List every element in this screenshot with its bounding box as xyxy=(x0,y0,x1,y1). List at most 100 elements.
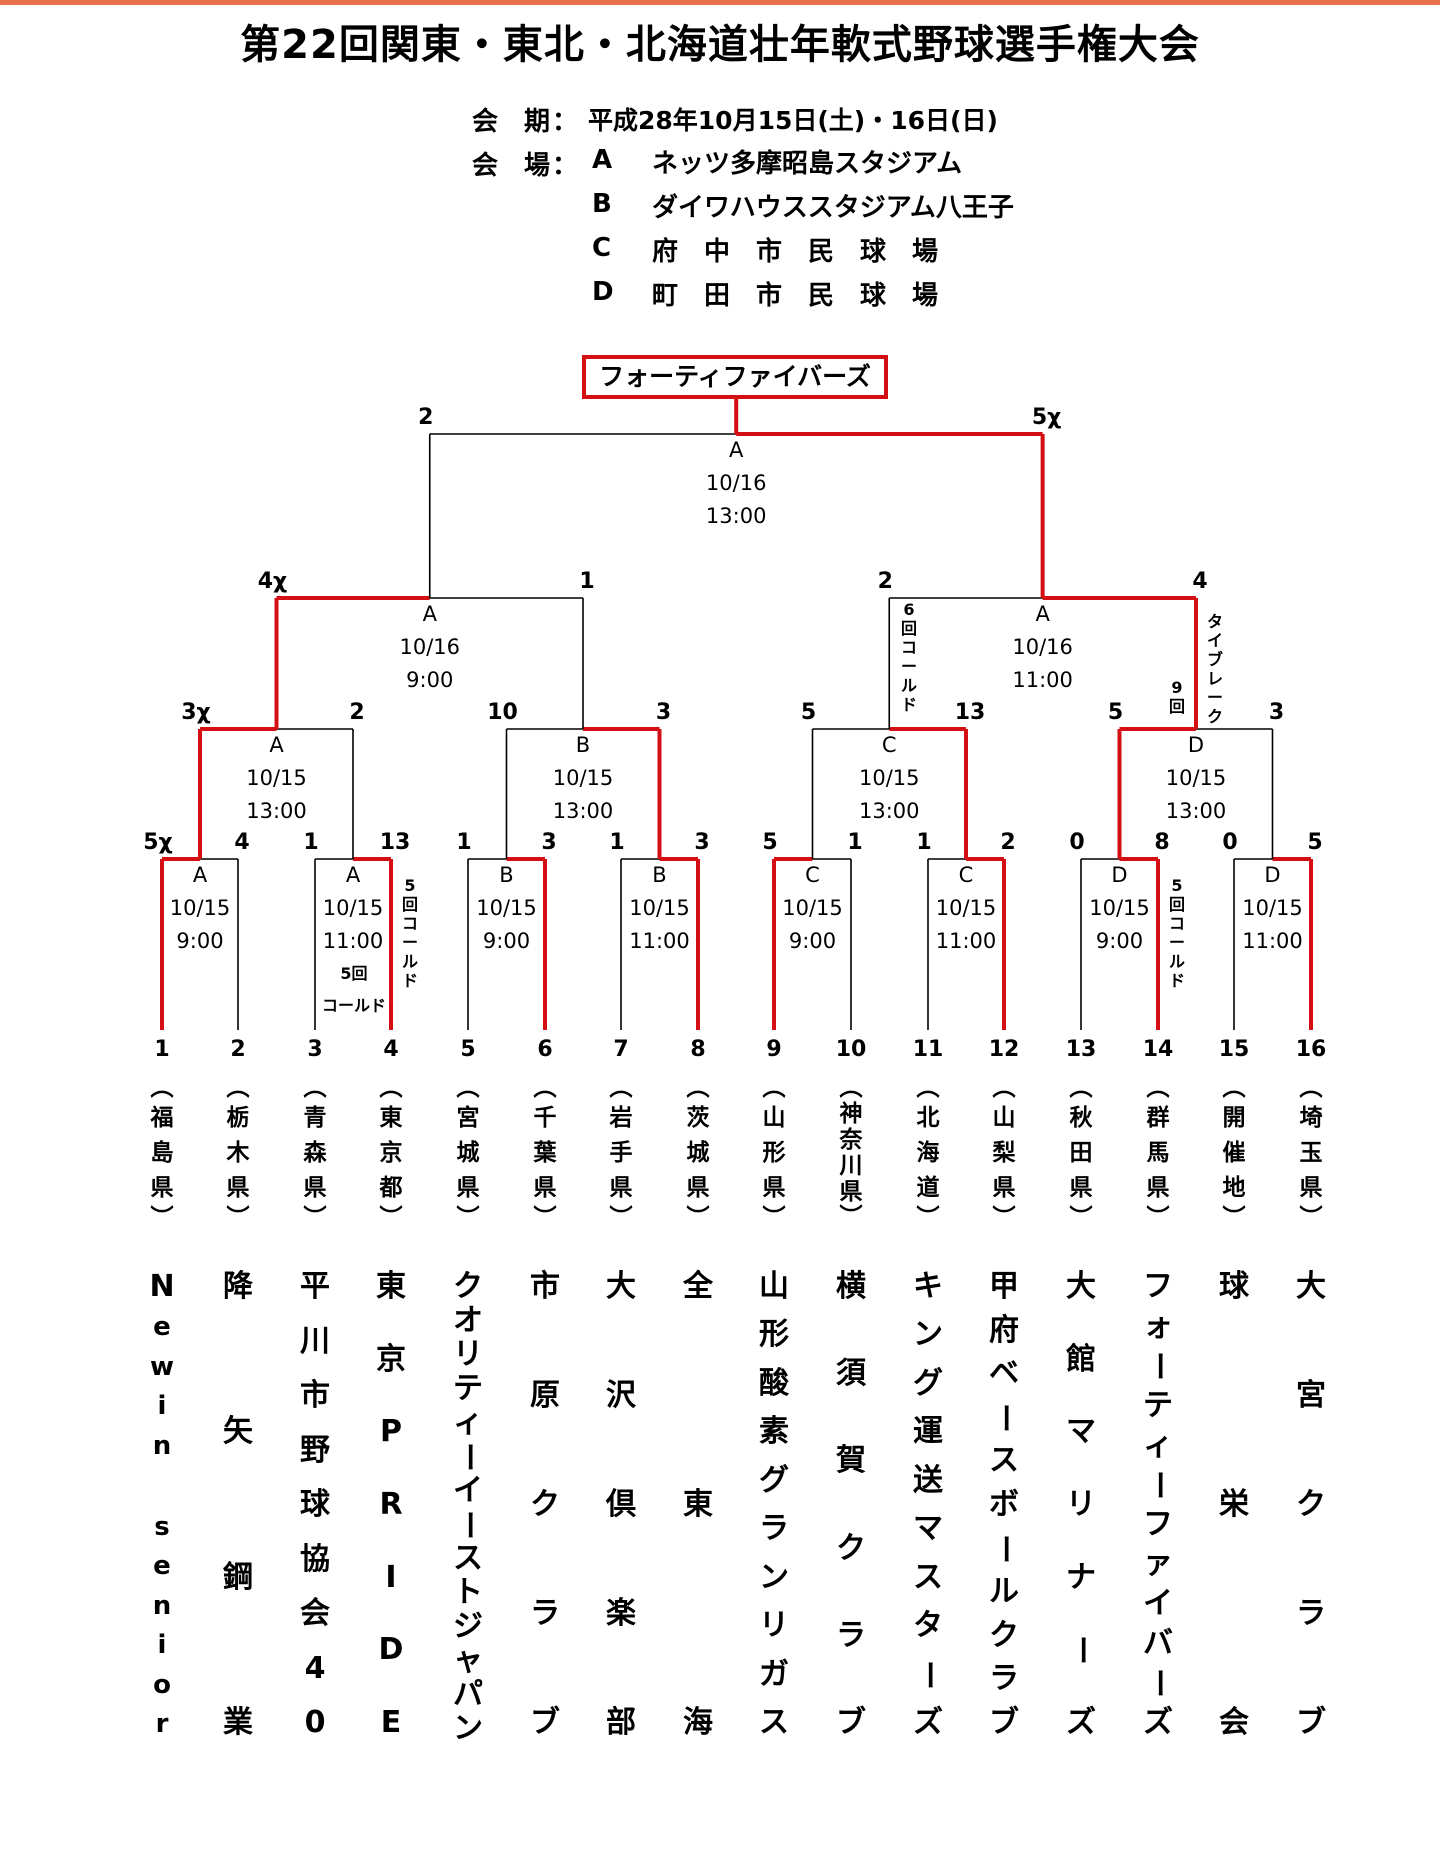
team-prefecture: ︵埼玉県︶ xyxy=(1291,1076,1331,1231)
r6-left-score: 1 xyxy=(916,830,931,855)
team-name: 球栄会 xyxy=(1219,1269,1249,1740)
venue-name-c: 府中市民球場 xyxy=(652,237,965,267)
team-name: 甲府ベースボールクラブ xyxy=(987,1269,1022,1740)
team-number: 1 xyxy=(154,1037,169,1062)
paren-open: ︵ xyxy=(1146,1075,1170,1101)
r4-left-score: 1 xyxy=(609,830,624,855)
r1-time: 9:00 xyxy=(176,929,223,953)
paren-close: ︶ xyxy=(916,1205,940,1231)
team-prefecture: ︵千葉県︶ xyxy=(525,1076,565,1231)
r2-right-score: 13 xyxy=(380,830,411,855)
paren-open: ︵ xyxy=(916,1075,940,1101)
team-prefecture: ︵秋田県︶ xyxy=(1061,1076,1101,1231)
schedule-value: 平成28年10月15日(土)・16日(日) xyxy=(588,106,998,135)
team-number: 15 xyxy=(1219,1037,1250,1062)
team-prefecture: ︵山梨県︶ xyxy=(984,1076,1024,1231)
team-prefecture: ︵岩手県︶ xyxy=(601,1076,641,1231)
team-prefecture: ︵宮城県︶ xyxy=(448,1076,488,1231)
r2-left-score: 1 xyxy=(303,830,318,855)
r5-venue: C xyxy=(805,863,820,887)
r5-date: 10/15 xyxy=(782,896,843,920)
sf2-date: 10/16 xyxy=(1012,635,1073,659)
team-prefecture: ︵北海道︶ xyxy=(908,1076,948,1231)
r2-date: 10/15 xyxy=(323,896,384,920)
venue-code-c: C xyxy=(592,233,612,263)
team-number: 4 xyxy=(383,1037,398,1062)
team-name: 大沢倶楽部 xyxy=(606,1269,636,1740)
sf2-time: 11:00 xyxy=(1012,668,1073,692)
note-r2-called: 5回コールド xyxy=(401,876,418,990)
team-name: 降矢鋼業 xyxy=(223,1269,253,1740)
team-name: 全東海 xyxy=(683,1269,713,1740)
team-number: 13 xyxy=(1066,1037,1097,1062)
paren-close: ︶ xyxy=(1069,1205,1093,1231)
team-number: 12 xyxy=(989,1037,1020,1062)
qf2-left-score: 10 xyxy=(487,700,518,725)
qf4-date: 10/15 xyxy=(1166,766,1227,790)
paren-close: ︶ xyxy=(1222,1205,1246,1231)
sf2-venue: A xyxy=(1035,602,1050,626)
qf1-time: 13:00 xyxy=(246,799,307,823)
r3-time: 9:00 xyxy=(483,929,530,953)
paren-open: ︵ xyxy=(1069,1075,1093,1101)
r5-right-score: 1 xyxy=(847,830,862,855)
qf2-right-score: 3 xyxy=(656,700,671,725)
schedule-label: 会 期 xyxy=(472,107,551,137)
sf1-right-score: 1 xyxy=(579,569,594,594)
paren-close: ︶ xyxy=(379,1205,403,1231)
team-prefecture: ︵開催地︶ xyxy=(1214,1076,1254,1231)
qf1-venue: A xyxy=(269,733,284,757)
final-left-score: 2 xyxy=(418,405,433,430)
paren-close: ︶ xyxy=(1146,1205,1170,1231)
sf1-time: 9:00 xyxy=(406,668,453,692)
qf1-right-score: 2 xyxy=(349,700,364,725)
team-name: 大館マリナーズ xyxy=(1064,1269,1099,1740)
sf1-venue: A xyxy=(423,602,438,626)
qf2-venue: B xyxy=(576,733,590,757)
r7-left-score: 0 xyxy=(1069,830,1084,855)
r8-right-score: 5 xyxy=(1307,830,1322,855)
paren-close: ︶ xyxy=(533,1205,557,1231)
bracket-lines xyxy=(160,399,1313,1030)
final-venue: A xyxy=(729,438,744,462)
paren-close: ︶ xyxy=(839,1204,863,1230)
paren-open: ︵ xyxy=(839,1075,863,1101)
paren-open: ︵ xyxy=(533,1075,557,1101)
team-name: 横須賀クラブ xyxy=(836,1269,866,1740)
paren-open: ︵ xyxy=(1222,1075,1246,1101)
r8-date: 10/15 xyxy=(1242,896,1303,920)
paren-close: ︶ xyxy=(226,1205,250,1231)
note-sf2-innings: 9回 xyxy=(1168,678,1185,716)
final-right-score: 5χ xyxy=(1032,405,1062,430)
paren-close: ︶ xyxy=(686,1205,710,1231)
team-name: キング運送マスターズ xyxy=(911,1269,946,1740)
r3-right-score: 3 xyxy=(541,830,556,855)
qf1-left-score: 3χ xyxy=(181,700,211,725)
r7-date: 10/15 xyxy=(1089,896,1150,920)
team-name: 市原クラブ xyxy=(530,1269,560,1740)
sf1-date: 10/16 xyxy=(399,635,460,659)
paren-open: ︵ xyxy=(150,1075,174,1101)
final-date: 10/16 xyxy=(706,471,767,495)
qf3-date: 10/15 xyxy=(859,766,920,790)
r4-time: 11:00 xyxy=(629,929,690,953)
team-prefecture: ︵福島県︶ xyxy=(142,1076,182,1231)
r3-date: 10/15 xyxy=(476,896,537,920)
venue-name-d: 町田市民球場 xyxy=(652,281,965,311)
qf4-left-score: 5 xyxy=(1108,700,1123,725)
team-number: 6 xyxy=(537,1037,552,1062)
sf1-left-score: 4χ xyxy=(258,569,288,594)
note-qf3-called: 6回コールド xyxy=(900,600,917,714)
r6-venue: C xyxy=(959,863,974,887)
r1-venue: A xyxy=(193,863,208,887)
r8-venue: D xyxy=(1264,863,1280,887)
venue-code-a: A xyxy=(592,145,613,175)
qf3-time: 13:00 xyxy=(859,799,920,823)
venue-label: 会 場 xyxy=(472,151,551,181)
r2-venue: A xyxy=(346,863,361,887)
team-number: 3 xyxy=(307,1037,322,1062)
paren-close: ︶ xyxy=(609,1205,633,1231)
team-prefecture: ︵群馬県︶ xyxy=(1138,1076,1178,1231)
